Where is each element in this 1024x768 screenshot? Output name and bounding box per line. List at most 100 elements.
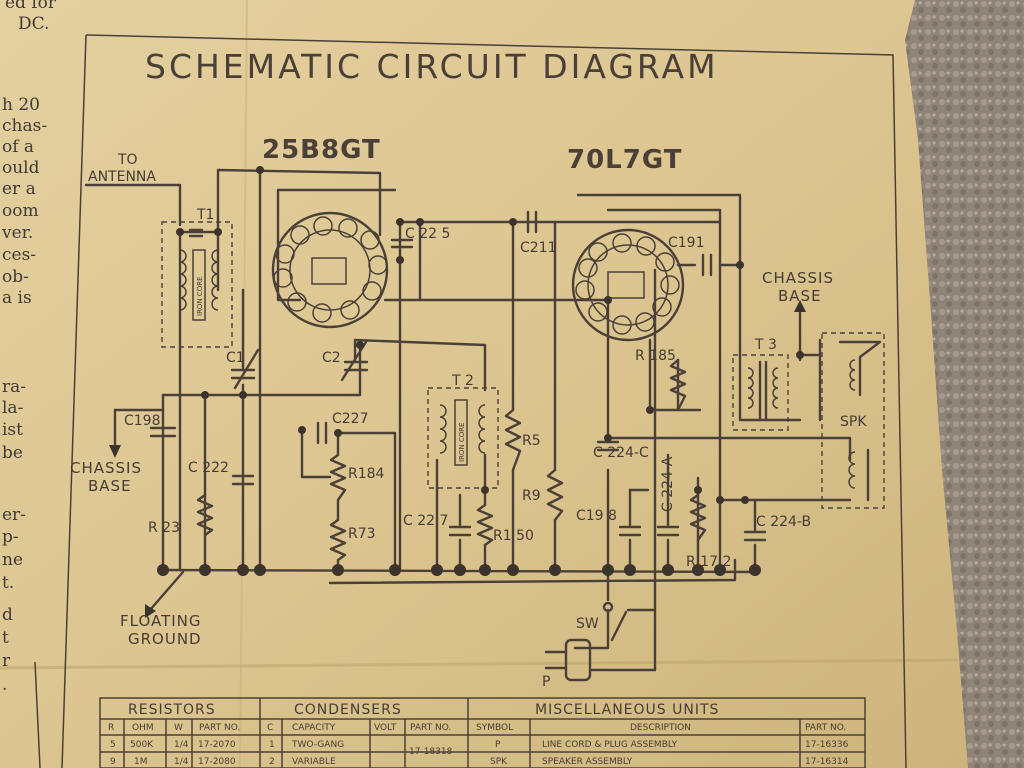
svg-text:PART NO.: PART NO.: [805, 723, 846, 733]
svg-text:SPEAKER ASSEMBLY: SPEAKER ASSEMBLY: [542, 757, 633, 767]
svg-text:C198: C198: [124, 413, 161, 429]
svg-text:9: 9: [110, 757, 116, 767]
capacitor-c191: [701, 253, 713, 277]
svg-text:R73: R73: [348, 526, 376, 542]
svg-text:ces-: ces-: [2, 245, 36, 265]
svg-text:ist: ist: [2, 420, 23, 440]
svg-text:R9: R9: [522, 488, 541, 504]
svg-text:LINE CORD & PLUG ASSEMBLY: LINE CORD & PLUG ASSEMBLY: [542, 740, 678, 750]
svg-text:PART NO.: PART NO.: [199, 723, 240, 733]
svg-text:CAPACITY: CAPACITY: [292, 723, 336, 733]
component-labels: TO ANTENNA T1 C1 C2 C 22 5 C211 C191 C19…: [70, 152, 867, 690]
svg-text:1: 1: [269, 740, 275, 750]
floating-ground-arrow: [145, 604, 156, 618]
svg-text:C2: C2: [322, 350, 341, 366]
side-text-column: ed for DC. h 20 chas- of a ould er a oom…: [1, 0, 57, 695]
svg-text:FLOATING: FLOATING: [120, 612, 202, 630]
svg-text:1/4: 1/4: [174, 757, 189, 767]
svg-text:C: C: [267, 723, 273, 733]
svg-text:17-2070: 17-2070: [198, 740, 236, 750]
svg-text:ed for: ed for: [5, 0, 57, 13]
chassis-arrow-left: [109, 408, 165, 458]
capacitor-c198b: [618, 525, 642, 537]
svg-text:17-2080: 17-2080: [198, 757, 236, 767]
svg-text:1M: 1M: [134, 757, 148, 767]
svg-text:T1: T1: [196, 207, 214, 223]
svg-text:17-16314: 17-16314: [805, 757, 849, 767]
junction-dots: [157, 166, 804, 576]
resistor-r73: [329, 518, 347, 562]
svg-text:la-: la-: [2, 398, 23, 418]
svg-text:VARIABLE: VARIABLE: [292, 757, 336, 767]
svg-text:5: 5: [110, 740, 116, 750]
resistor-r184: [329, 453, 347, 502]
svg-text:d: d: [2, 605, 13, 625]
svg-text:CHASSIS: CHASSIS: [70, 459, 142, 477]
svg-text:ra-: ra-: [2, 377, 26, 397]
resistor-r5: [504, 408, 522, 472]
capacitor-c224b: [743, 530, 767, 542]
svg-text:C191: C191: [668, 235, 705, 251]
svg-text:BASE: BASE: [778, 287, 822, 305]
svg-text:R 23: R 23: [148, 520, 180, 536]
tube-label-25b8gt: 25B8GT: [262, 135, 381, 165]
svg-text:TWO-GANG: TWO-GANG: [291, 740, 344, 750]
svg-text:C 222: C 222: [188, 460, 229, 476]
svg-text:C227: C227: [332, 411, 369, 427]
resistor-r172: [689, 493, 707, 542]
parts-table: RESISTORS CONDENSERS MISCELLANEOUS UNITS…: [99, 697, 866, 768]
svg-text:C1: C1: [226, 350, 245, 366]
svg-text:CONDENSERS: CONDENSERS: [294, 702, 402, 718]
switch-sw: [602, 601, 628, 642]
capacitor-c198: [149, 426, 177, 438]
svg-text:MISCELLANEOUS UNITS: MISCELLANEOUS UNITS: [535, 702, 719, 718]
diagram-frame: [85, 34, 907, 768]
capacitor-c1: [230, 348, 260, 390]
svg-text:DC.: DC.: [18, 14, 49, 34]
svg-text:SPK: SPK: [840, 414, 867, 430]
svg-text:500K: 500K: [130, 740, 154, 750]
svg-text:h 20: h 20: [2, 95, 40, 115]
svg-text:CHASSIS: CHASSIS: [762, 269, 834, 287]
capacitor-c227b: [448, 525, 472, 537]
plug-p: [544, 638, 592, 682]
svg-text:ne: ne: [2, 550, 23, 570]
svg-text:.: .: [2, 675, 7, 695]
capacitor-c222: [231, 474, 255, 486]
speaker-spk: [821, 332, 885, 509]
svg-text:C 224-A: C 224-A: [660, 456, 676, 512]
svg-text:DESCRIPTION: DESCRIPTION: [630, 723, 691, 733]
svg-text:IRON CORE: IRON CORE: [458, 422, 466, 462]
svg-text:chas-: chas-: [2, 116, 47, 136]
svg-text:W: W: [174, 723, 183, 733]
transformer-t1: IRON CORE: [161, 221, 233, 348]
resistor-r9: [546, 468, 564, 522]
svg-text:P: P: [542, 674, 550, 690]
svg-text:T 2: T 2: [451, 373, 474, 389]
svg-text:TO: TO: [117, 152, 138, 168]
svg-text:IRON CORE: IRON CORE: [196, 276, 204, 316]
svg-text:of a: of a: [2, 137, 34, 157]
svg-text:C211: C211: [520, 240, 557, 256]
svg-text:t.: t.: [2, 573, 14, 593]
svg-text:ver.: ver.: [1, 223, 33, 243]
capacitor-c224a: [656, 525, 680, 537]
tube-socket-70l7gt: [571, 228, 685, 342]
svg-text:R: R: [108, 723, 114, 733]
svg-text:R 185: R 185: [635, 348, 676, 364]
svg-text:ANTENNA: ANTENNA: [88, 169, 156, 185]
svg-text:BASE: BASE: [88, 477, 132, 495]
svg-text:17-18318: 17-18318: [409, 747, 453, 757]
svg-text:R 17 2: R 17 2: [686, 554, 731, 570]
svg-text:SYMBOL: SYMBOL: [476, 723, 513, 733]
resistor-r185: [669, 358, 687, 412]
svg-text:VOLT: VOLT: [374, 723, 397, 733]
tube-label-70l7gt: 70L7GT: [567, 145, 682, 175]
svg-text:GROUND: GROUND: [128, 630, 202, 648]
svg-text:P: P: [495, 740, 501, 750]
svg-text:1/4: 1/4: [174, 740, 189, 750]
svg-text:a is: a is: [2, 288, 32, 308]
svg-text:2: 2: [269, 757, 275, 767]
diagram-frame: [34, 661, 41, 768]
